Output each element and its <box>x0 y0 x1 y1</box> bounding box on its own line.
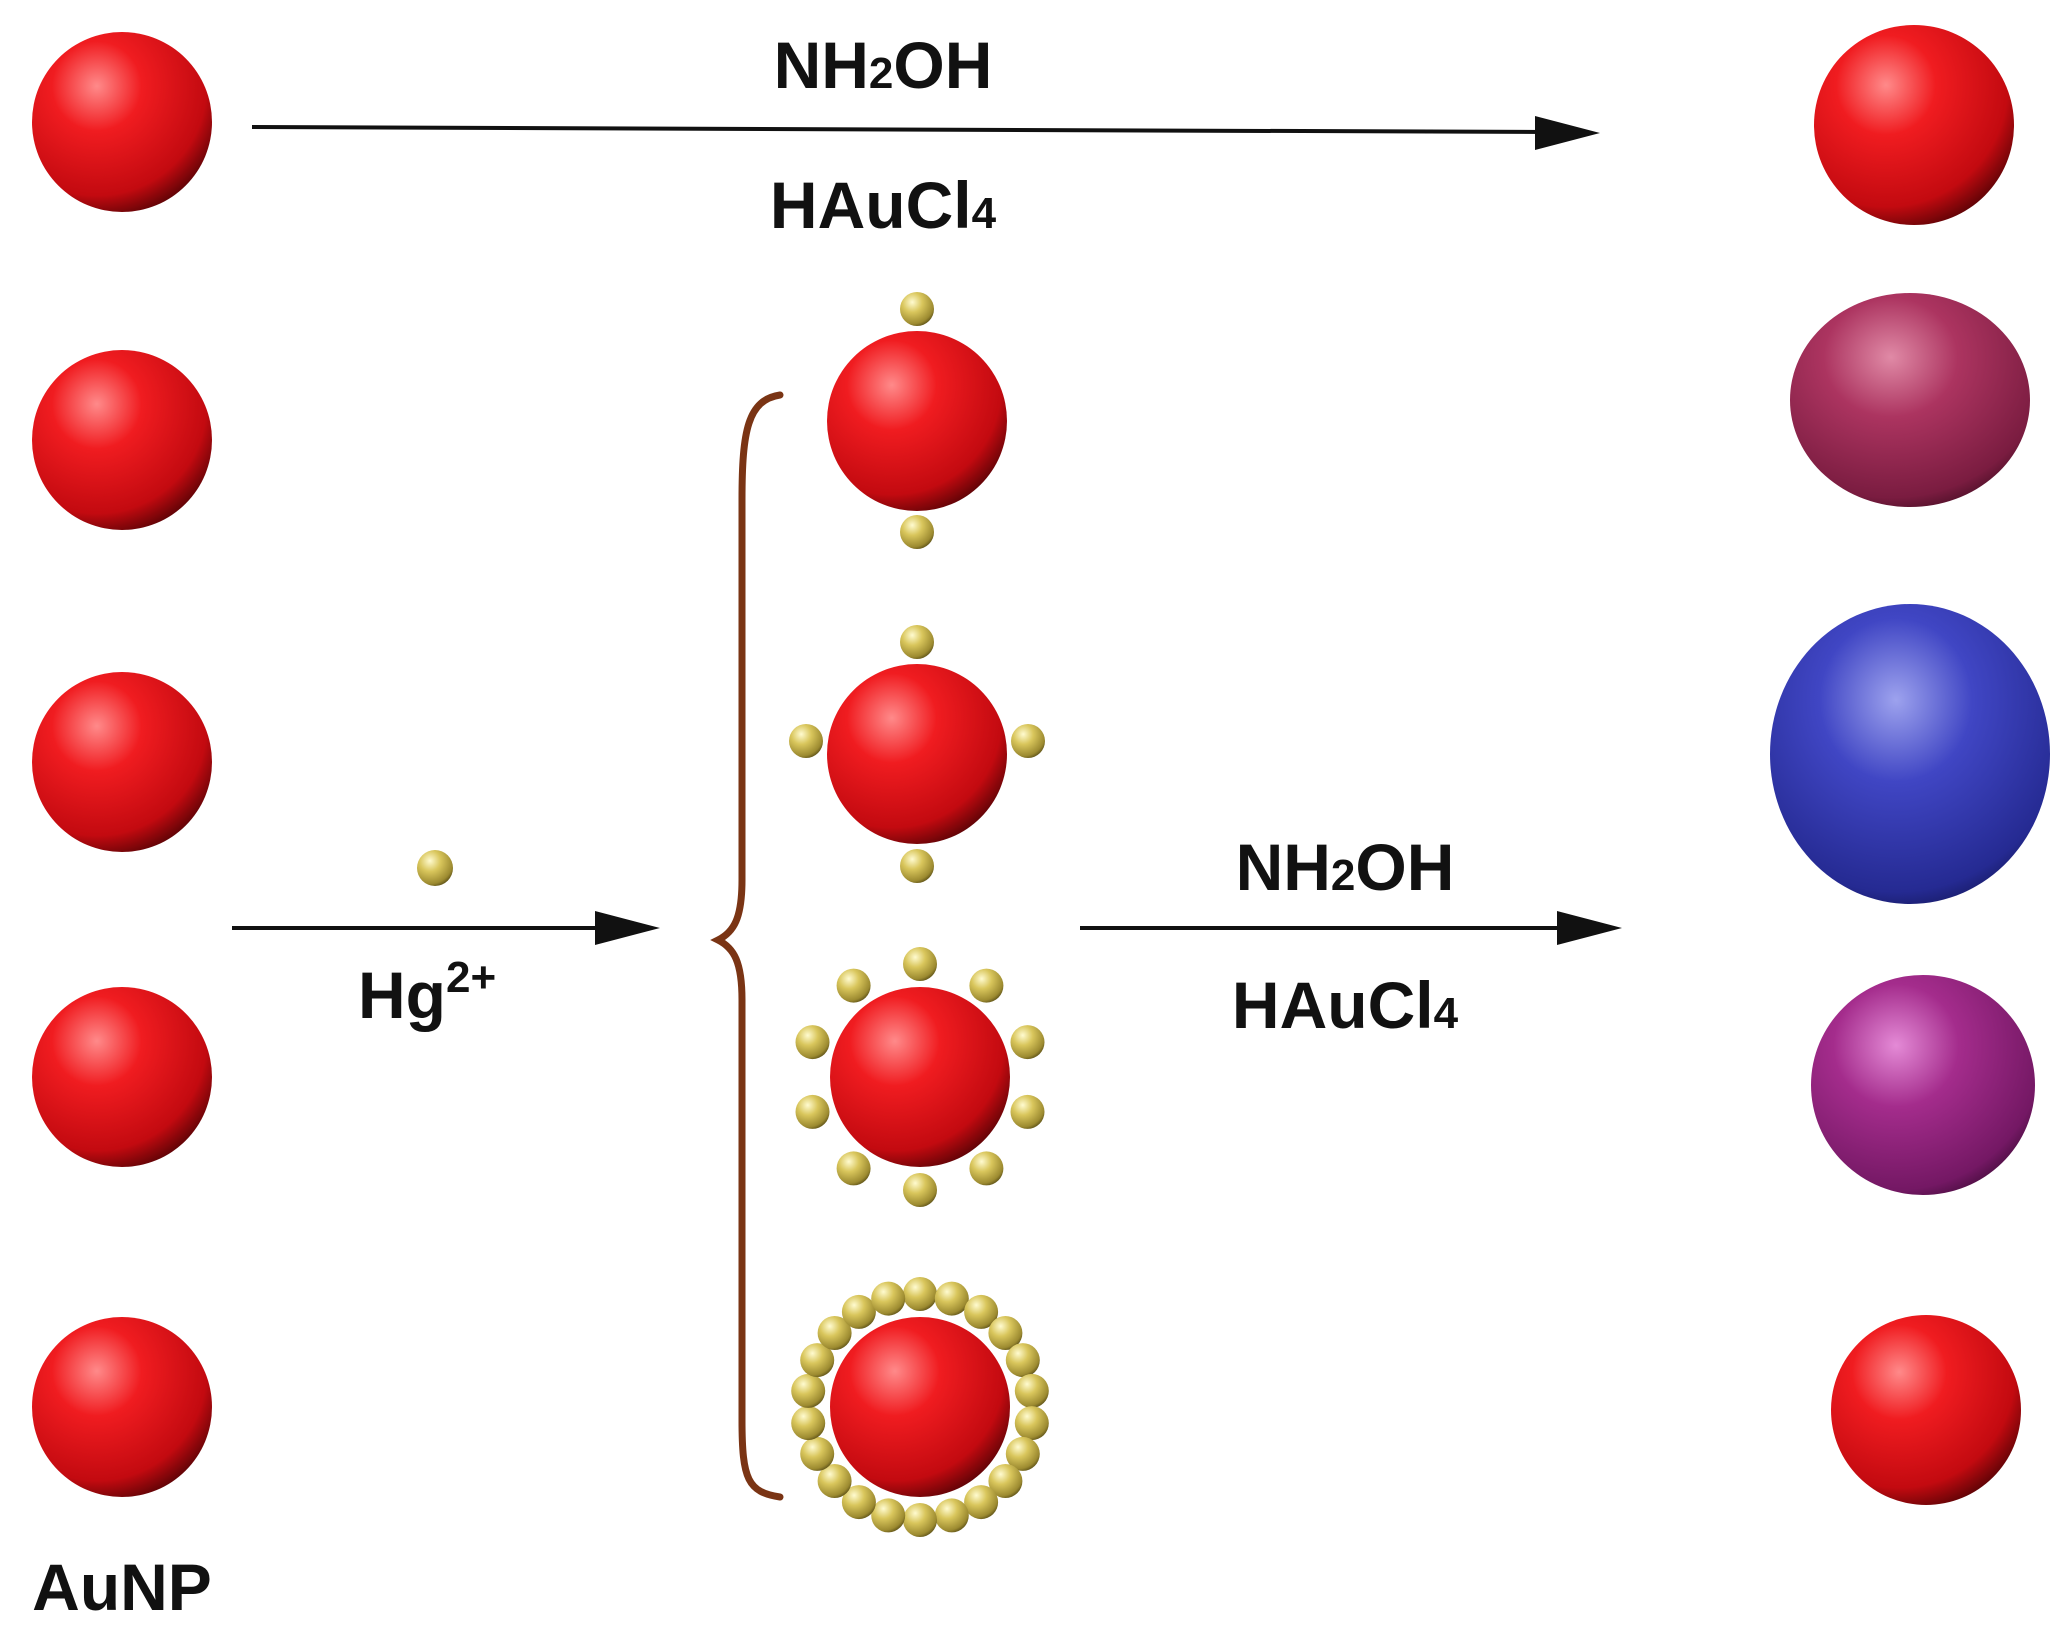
hg-addition-arrow <box>232 911 660 945</box>
growth-reaction-arrow <box>1080 911 1622 945</box>
hg-atom-icon <box>1011 724 1045 758</box>
hg-atom-icon <box>1014 1373 1049 1408</box>
hg-atom-icon <box>1010 1094 1045 1129</box>
aunp-sphere-icon <box>32 1317 212 1497</box>
product-maroon-sphere-icon <box>1790 293 2030 507</box>
hg-ion-label: Hg2+ <box>358 953 496 1032</box>
hg-atom-icon <box>836 1151 871 1186</box>
hg-ion-icon <box>417 850 453 886</box>
top-reagent-below: HAuCl4 <box>770 168 997 242</box>
hg-atom-icon <box>903 1173 937 1207</box>
hg-aunp-complex-medium <box>789 625 1045 883</box>
hg-atom-icon <box>988 1316 1023 1350</box>
hg-atom-icon <box>871 1281 906 1316</box>
hg-atom-icon <box>900 849 934 883</box>
hg-atom-icon <box>800 1436 835 1471</box>
hg-aunp-complex-saturated <box>791 1277 1049 1537</box>
hg-atom-icon <box>900 515 934 549</box>
aunp-core-icon <box>827 664 1007 844</box>
growth-reagent-above: NH2OH <box>1236 830 1455 904</box>
hg-atom-icon <box>795 1094 830 1129</box>
hg-atom-icon <box>817 1316 852 1350</box>
product-column <box>1770 25 2050 1505</box>
aunp-sphere-icon <box>32 350 212 530</box>
hg-atom-icon <box>841 1485 876 1520</box>
hg-atom-icon <box>1005 1343 1040 1378</box>
aunp-core-icon <box>830 1317 1010 1497</box>
hg-atom-icon <box>900 292 934 326</box>
hg-atom-icon <box>800 1343 835 1378</box>
product-red-sphere-icon <box>1814 25 2014 225</box>
hg-atom-icon <box>841 1294 876 1329</box>
aunp-sphere-icon <box>32 672 212 852</box>
hg-atom-icon <box>969 968 1004 1003</box>
hg-atom-icon <box>900 625 934 659</box>
product-red-sphere-icon <box>1831 1315 2021 1505</box>
hg-atom-icon <box>791 1373 826 1408</box>
hg-atom-icon <box>871 1498 906 1533</box>
top-reagent-above: NH2OH <box>774 28 993 102</box>
hg-aunp-complex-low <box>827 292 1007 549</box>
aunp-core-icon <box>827 331 1007 511</box>
hg-atom-icon <box>1005 1436 1040 1471</box>
grouping-brace <box>710 391 784 1501</box>
hg-atom-icon <box>795 1025 830 1060</box>
product-blue-sphere-icon <box>1770 604 2050 904</box>
growth-reagent-below: HAuCl4 <box>1232 968 1459 1042</box>
aunp-sphere-icon <box>32 32 212 212</box>
hg-atom-icon <box>836 968 871 1003</box>
product-purple-sphere-icon <box>1811 975 2035 1195</box>
hg-atom-icon <box>1010 1025 1045 1060</box>
hg-atom-icon <box>903 1503 937 1537</box>
hg-atom-icon <box>934 1281 969 1316</box>
hg-aunp-complex-high <box>795 947 1045 1207</box>
hg-atom-icon <box>903 947 937 981</box>
hg-atom-icon <box>817 1464 852 1498</box>
hg-atom-icon <box>964 1294 999 1329</box>
hg-atom-icon <box>969 1151 1004 1186</box>
hg-atom-icon <box>934 1498 969 1533</box>
hg-atom-icon <box>903 1277 937 1311</box>
aunp-sphere-icon <box>32 987 212 1167</box>
hg-atom-icon <box>791 1406 826 1441</box>
aunp-core-icon <box>830 987 1010 1167</box>
top-reaction-arrow <box>251 116 1600 150</box>
aunp-label: AuNP <box>32 1550 212 1624</box>
hg-atom-icon <box>988 1464 1023 1498</box>
hg-atom-icon <box>789 724 823 758</box>
hg-atom-icon <box>1014 1406 1049 1441</box>
hg-atom-icon <box>964 1485 999 1520</box>
aunp-column <box>32 32 212 1497</box>
